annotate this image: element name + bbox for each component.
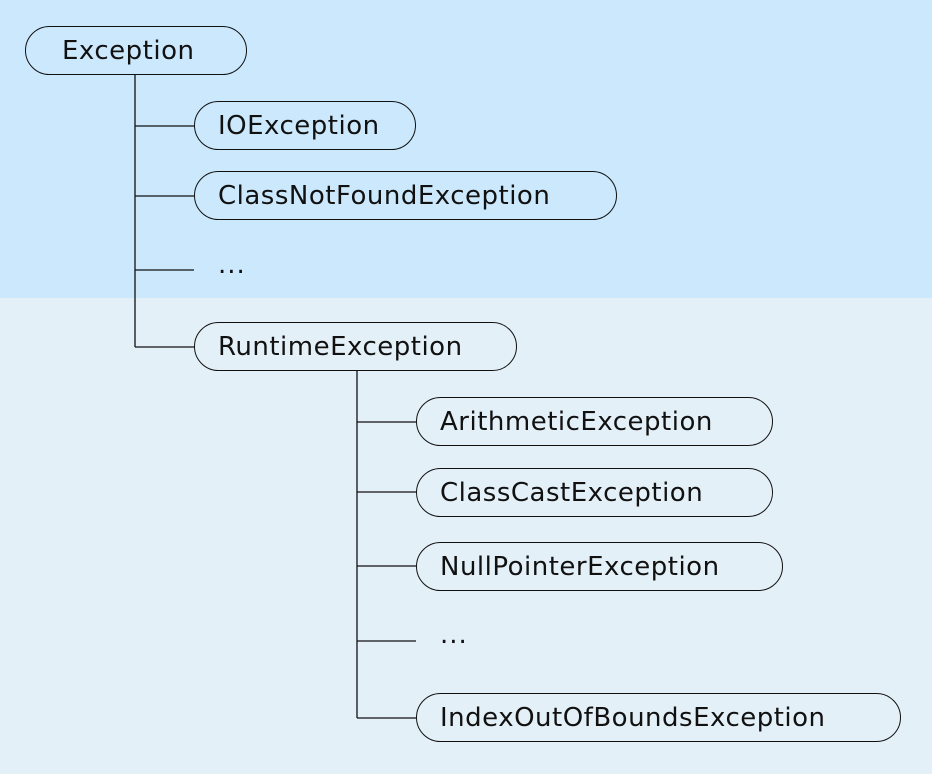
- node-nullpointerexception: NullPointerException: [416, 542, 783, 591]
- ellipsis-level1: ...: [218, 250, 246, 280]
- node-indexoutofboundsexception: IndexOutOfBoundsException: [416, 693, 901, 742]
- ellipsis-runtime: ...: [440, 620, 468, 650]
- runtime-exceptions-band: [0, 298, 932, 774]
- node-classnotfoundexception: ClassNotFoundException: [194, 171, 617, 220]
- node-classcastexception: ClassCastException: [416, 468, 773, 517]
- node-runtimeexception: RuntimeException: [194, 322, 517, 371]
- node-exception: Exception: [25, 26, 247, 75]
- checked-exceptions-band: [0, 0, 932, 298]
- node-arithmeticexception: ArithmeticException: [416, 397, 773, 446]
- node-ioexception: IOException: [194, 101, 416, 150]
